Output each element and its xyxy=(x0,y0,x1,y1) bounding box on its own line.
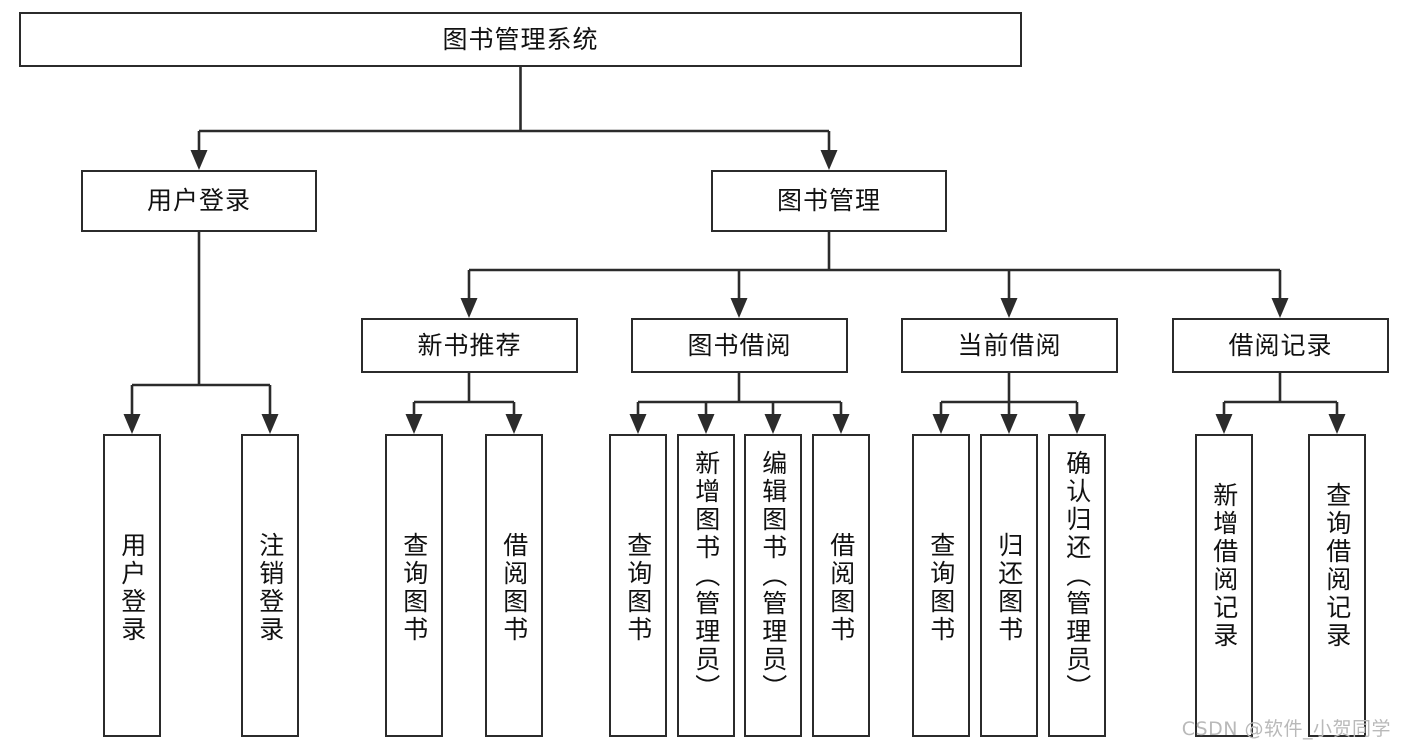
arrow-leaf-query-book-3 xyxy=(932,414,950,434)
node-leaf-user-login[interactable]: 用户登录 xyxy=(103,434,161,737)
arrow-leaf-add-record xyxy=(1215,414,1233,434)
node-leaf-borrow-book-2-label: 借阅图书 xyxy=(826,532,856,644)
node-leaf-query-book-3[interactable]: 查询图书 xyxy=(912,434,970,737)
node-current-borrow[interactable]: 当前借阅 xyxy=(901,318,1118,373)
arrow-leaf-edit-book xyxy=(764,414,782,434)
node-leaf-return-book[interactable]: 归还图书 xyxy=(980,434,1038,737)
node-borrow-record[interactable]: 借阅记录 xyxy=(1172,318,1389,373)
node-leaf-return-book-label: 归还图书 xyxy=(994,532,1024,644)
arrow-new-book-recommend xyxy=(460,298,478,318)
arrow-leaf-confirm-return xyxy=(1068,414,1086,434)
node-leaf-confirm-return[interactable]: 确认归还（管理员） xyxy=(1048,434,1106,737)
node-user-login[interactable]: 用户登录 xyxy=(81,170,317,232)
node-leaf-edit-book-label: 编辑图书（管理员） xyxy=(758,450,788,702)
node-new-book-recommend-label: 新书推荐 xyxy=(417,330,522,360)
arrow-book-manage xyxy=(820,150,838,170)
node-book-borrow[interactable]: 图书借阅 xyxy=(631,318,848,373)
csdn-watermark: CSDN @软件_小贺同学 xyxy=(1181,718,1391,740)
node-leaf-edit-book[interactable]: 编辑图书（管理员） xyxy=(744,434,802,737)
node-leaf-query-record-label: 查询借阅记录 xyxy=(1322,482,1352,650)
node-leaf-add-record-label: 新增借阅记录 xyxy=(1209,482,1239,650)
node-leaf-borrow-book-2[interactable]: 借阅图书 xyxy=(812,434,870,737)
node-leaf-query-book-1[interactable]: 查询图书 xyxy=(385,434,443,737)
node-leaf-confirm-return-label: 确认归还（管理员） xyxy=(1062,450,1092,702)
arrow-leaf-query-record xyxy=(1328,414,1346,434)
arrow-leaf-user-logout xyxy=(261,414,279,434)
arrow-leaf-return-book xyxy=(1000,414,1018,434)
node-leaf-borrow-book-1-label: 借阅图书 xyxy=(499,532,529,644)
node-leaf-user-logout-label: 注销登录 xyxy=(255,532,285,644)
arrow-leaf-query-book-1 xyxy=(405,414,423,434)
node-book-manage[interactable]: 图书管理 xyxy=(711,170,947,232)
arrow-leaf-user-login xyxy=(123,414,141,434)
arrow-book-borrow xyxy=(730,298,748,318)
arrow-borrow-record xyxy=(1271,298,1289,318)
node-current-borrow-label: 当前借阅 xyxy=(957,330,1062,360)
node-leaf-add-book[interactable]: 新增图书（管理员） xyxy=(677,434,735,737)
node-book-manage-label: 图书管理 xyxy=(776,186,881,216)
arrow-leaf-query-book-2 xyxy=(629,414,647,434)
node-leaf-borrow-book-1[interactable]: 借阅图书 xyxy=(485,434,543,737)
arrow-leaf-add-book xyxy=(697,414,715,434)
node-leaf-query-book-3-label: 查询图书 xyxy=(926,532,956,644)
node-leaf-query-book-2-label: 查询图书 xyxy=(623,532,653,644)
node-leaf-query-book-1-label: 查询图书 xyxy=(399,532,429,644)
arrow-leaf-borrow-book-1 xyxy=(505,414,523,434)
node-borrow-record-label: 借阅记录 xyxy=(1228,330,1333,360)
node-root[interactable]: 图书管理系统 xyxy=(19,12,1022,67)
node-root-label: 图书管理系统 xyxy=(442,24,599,54)
node-book-borrow-label: 图书借阅 xyxy=(687,330,792,360)
node-user-login-label: 用户登录 xyxy=(146,186,251,216)
node-leaf-user-login-label: 用户登录 xyxy=(117,532,147,644)
arrow-leaf-borrow-book-2 xyxy=(832,414,850,434)
node-leaf-query-record[interactable]: 查询借阅记录 xyxy=(1308,434,1366,737)
arrow-user-login xyxy=(190,150,208,170)
arrow-current-borrow xyxy=(1000,298,1018,318)
node-leaf-add-record[interactable]: 新增借阅记录 xyxy=(1195,434,1253,737)
node-leaf-query-book-2[interactable]: 查询图书 xyxy=(609,434,667,737)
node-leaf-add-book-label: 新增图书（管理员） xyxy=(691,450,721,702)
node-leaf-user-logout[interactable]: 注销登录 xyxy=(241,434,299,737)
node-new-book-recommend[interactable]: 新书推荐 xyxy=(361,318,578,373)
